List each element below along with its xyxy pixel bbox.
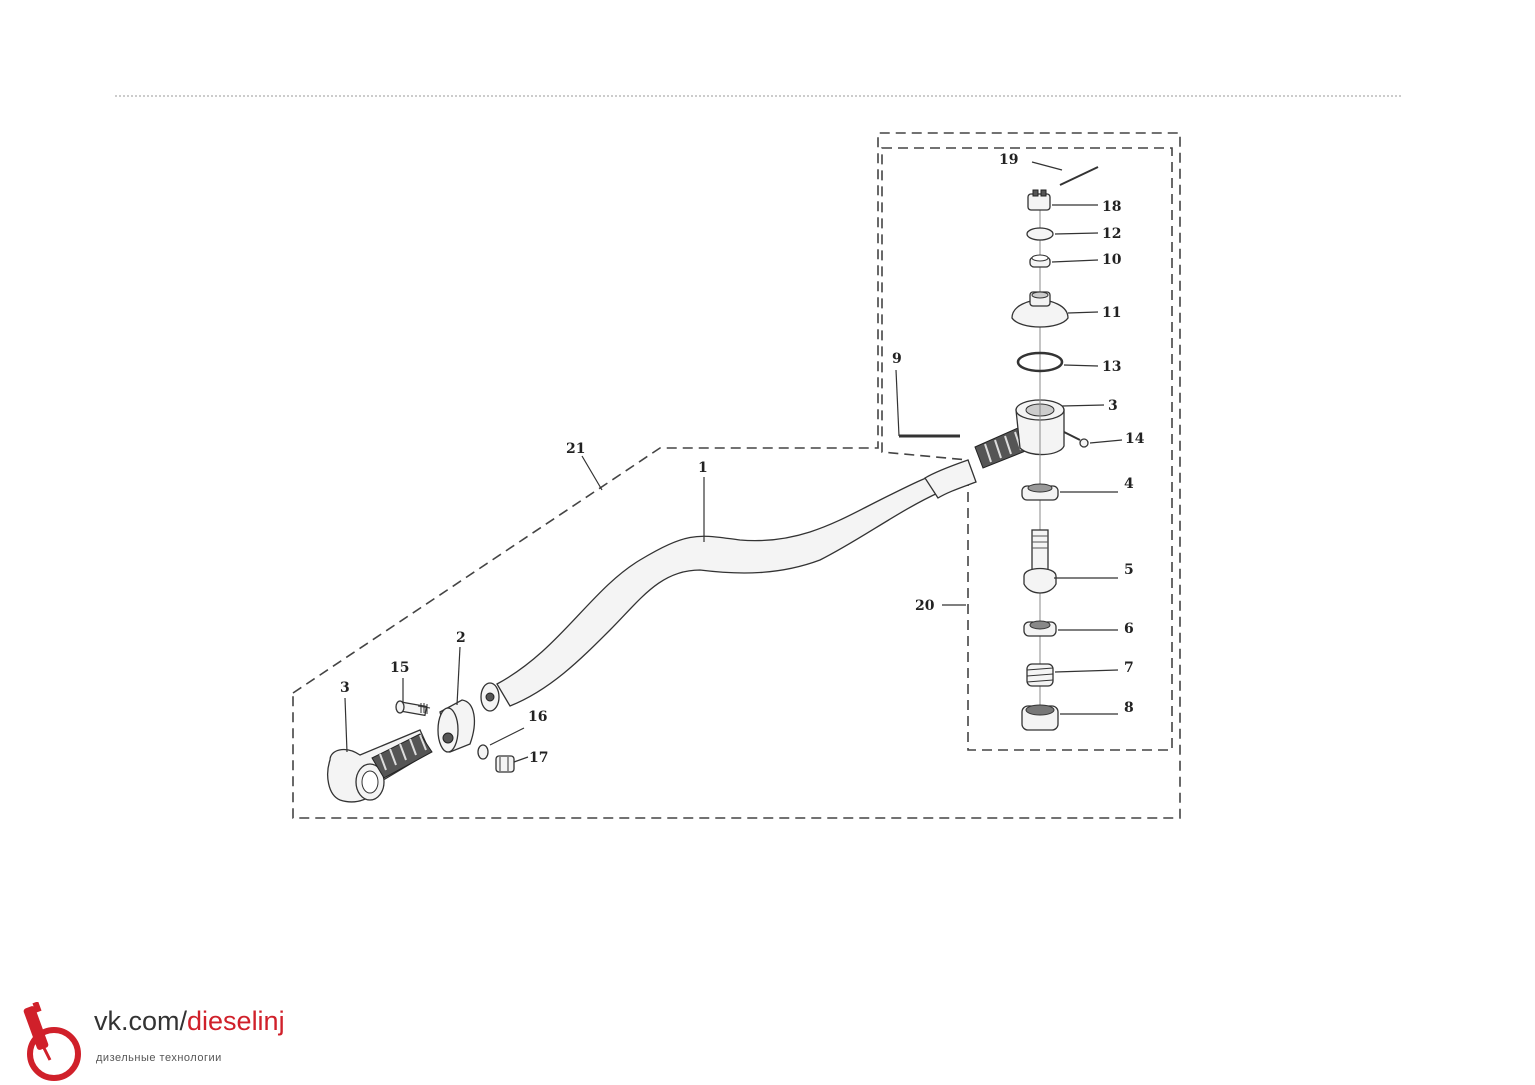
callout-13: 13 xyxy=(1102,359,1121,375)
callout-15: 15 xyxy=(390,660,409,676)
callout-20: 20 xyxy=(915,598,935,614)
grease-nipple-14 xyxy=(1063,431,1089,448)
dust-boot-11 xyxy=(1011,291,1069,328)
callout-2: 2 xyxy=(456,630,466,646)
ball-pin-5 xyxy=(1023,529,1057,594)
callout-11: 11 xyxy=(1102,305,1121,321)
seat-part-4 xyxy=(1021,483,1059,501)
callout-19: 19 xyxy=(999,152,1018,168)
upper-group-outline xyxy=(881,147,1173,751)
watermark: vk.com/dieselinj дизельные технологии xyxy=(14,1002,314,1082)
callout-9: 9 xyxy=(892,351,902,367)
callout-18: 18 xyxy=(1102,199,1121,215)
o-ring-13 xyxy=(1016,351,1064,373)
callout-4: 4 xyxy=(1124,476,1134,492)
callout-3-right: 3 xyxy=(1108,398,1118,414)
callout-3-left: 3 xyxy=(340,680,350,696)
washer-part-16 xyxy=(477,744,489,760)
callout-6: 6 xyxy=(1124,621,1134,637)
castle-nut-18 xyxy=(1027,189,1051,211)
callout-10: 10 xyxy=(1102,252,1122,268)
plug-part-8 xyxy=(1021,704,1059,731)
callout-12: 12 xyxy=(1102,226,1121,242)
callout-5: 5 xyxy=(1124,562,1134,578)
callout-7: 7 xyxy=(1124,660,1134,676)
tie-rod-end-left xyxy=(327,729,433,803)
callout-21: 21 xyxy=(566,441,585,457)
tie-rod-end-right xyxy=(974,399,1065,469)
seat-part-6 xyxy=(1023,620,1057,637)
logo-icon xyxy=(23,1002,81,1081)
watermark-url[interactable]: vk.com/dieselinj xyxy=(94,1006,285,1037)
assembly-21-outline xyxy=(292,132,1181,819)
watermark-url-prefix: vk.com/ xyxy=(94,1006,188,1036)
watermark-url-highlight: dieselinj xyxy=(187,1006,285,1036)
tie-rod-tube xyxy=(480,459,977,712)
spring-part-7 xyxy=(1026,663,1054,687)
clamp-part-2 xyxy=(437,699,476,753)
callout-8: 8 xyxy=(1124,700,1134,716)
nut-part-17 xyxy=(495,755,515,773)
bolt-part-15 xyxy=(395,700,431,717)
callout-14: 14 xyxy=(1125,431,1145,447)
callout-16: 16 xyxy=(528,709,547,725)
leader-lines xyxy=(344,161,1123,763)
callout-1: 1 xyxy=(698,460,708,476)
washer-part-12 xyxy=(1026,227,1054,241)
watermark-subtitle: дизельные технологии xyxy=(96,1052,222,1064)
ring-part-10 xyxy=(1029,254,1051,268)
callout-17: 17 xyxy=(529,750,548,766)
cotter-pin-19 xyxy=(1059,166,1099,186)
